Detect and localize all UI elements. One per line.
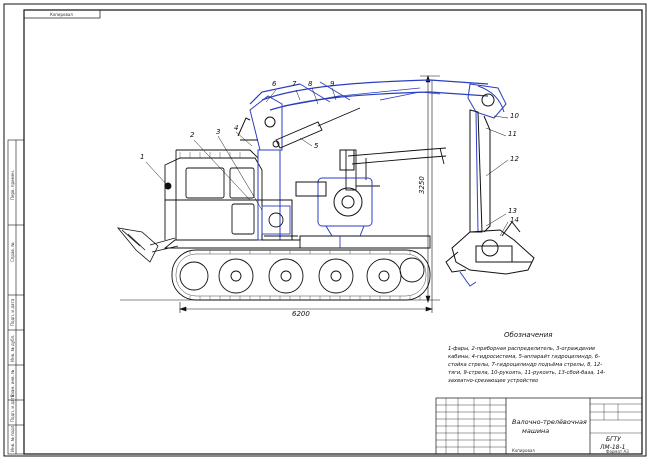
callout-5: 5 [314,142,319,150]
callout-2: 2 [190,131,195,139]
callout-8: 8 [308,80,313,88]
callout-leaders [145,87,509,237]
side-strip-label-2: Справ. № [10,242,15,262]
callout-13: 13 [508,207,517,215]
callout-7: 7 [292,80,297,88]
side-strip-label-6: Подп. и дата [10,394,15,422]
boom-knuckle [467,83,507,119]
machine-name-line2: машина [522,427,550,435]
felling-head [445,221,535,287]
callout-11: 11 [508,130,517,138]
callout-14: 14 [510,216,519,224]
corner-stamp-box [23,9,101,19]
side-strip-label-5: Взам. инв. № [10,369,15,397]
legend-heading: Обозначения [504,331,553,339]
callout-10: 10 [510,112,519,120]
title-block [435,397,643,455]
boom-links [299,81,441,103]
callout-3: 3 [216,128,221,136]
legend-text: 1-фары, 2-приборная распределитель, 3-ог… [448,346,606,384]
callout-1: 1 [140,153,145,161]
organization-code: БГТУ [606,436,621,443]
callout-12: 12 [510,155,519,163]
callout-6: 6 [272,80,277,88]
rear-dozer-blade [117,227,179,263]
outer-border [3,3,647,457]
title-block-copied: Копировал [512,448,535,453]
boom-cylinder [272,107,361,149]
track-shoes [189,250,421,300]
main-boom [249,79,489,111]
stick-arm [469,109,491,233]
corner-stamp-text: Копировал [50,12,73,17]
secondary-crane [345,147,447,191]
side-strip-label-1: Перв. примен. [10,169,15,200]
side-strip-label-3: Подп. и дата [10,298,15,326]
dimension-height-text: 3250 [418,176,426,194]
chassis-frame [163,235,431,249]
grapple-rotator [295,149,373,237]
callout-4: 4 [234,124,239,132]
side-strip [7,139,25,455]
machine-name-line1: Валочно-трелёвочная [512,418,587,426]
dimension-length-text: 6200 [292,310,310,318]
hydraulic-unit [261,205,298,237]
side-strip-label-7: Инв. № подл. [10,424,15,452]
document-code: ЛМ-18-1 [600,444,626,451]
inner-frame [23,9,643,455]
operator-cab [164,149,263,240]
dimension-6200 [179,80,433,313]
callout-9: 9 [330,80,335,88]
side-strip-label-4: Инв. № дубл. [10,334,15,362]
crawler-tracks [171,249,431,301]
title-block-format: Формат А3 [606,449,629,454]
